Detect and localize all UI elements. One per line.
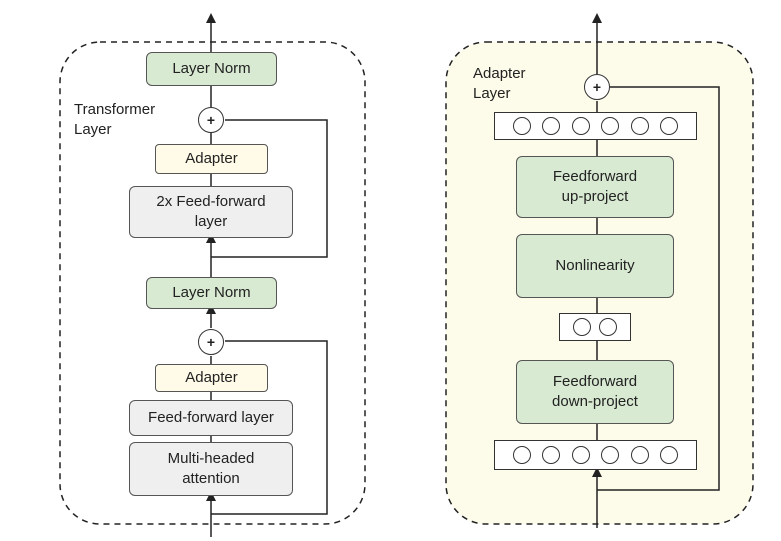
neuron-circle bbox=[630, 446, 649, 464]
transformer-layer-container bbox=[59, 41, 366, 525]
adapter-title-line2: Layer bbox=[473, 85, 511, 102]
plus-sign-icon: + bbox=[206, 112, 216, 128]
residual-add-top: + bbox=[198, 107, 224, 133]
attention-line2: attention bbox=[182, 470, 240, 487]
down-project-line1: Feedforward bbox=[552, 373, 638, 390]
layer-norm-middle: Layer Norm bbox=[146, 277, 277, 309]
up-project-line2: up-project bbox=[561, 188, 629, 205]
layer-norm-top: Layer Norm bbox=[146, 52, 277, 86]
adapter-top-label: Adapter bbox=[185, 150, 238, 167]
ff-2x-line2: layer bbox=[194, 213, 228, 230]
adapter-block-top: Adapter bbox=[155, 144, 268, 174]
neuron-circle bbox=[598, 318, 617, 336]
neuron-circle bbox=[660, 446, 679, 464]
multi-headed-attention-block: Multi-headed attention bbox=[129, 442, 293, 496]
neuron-circle bbox=[660, 117, 679, 135]
layer-norm-top-label: Layer Norm bbox=[172, 60, 251, 77]
feed-forward-2x-block: 2x Feed-forward layer bbox=[129, 186, 293, 238]
neuron-circle bbox=[512, 446, 531, 464]
neuron-circle bbox=[571, 117, 590, 135]
transformer-title-line1: Transformer bbox=[74, 101, 156, 118]
transformer-layer-title: Transformer Layer bbox=[74, 100, 155, 140]
layer-norm-mid-label: Layer Norm bbox=[172, 284, 251, 301]
ff-2x-line1: 2x Feed-forward bbox=[156, 193, 266, 210]
adapter-flow-lines bbox=[592, 13, 720, 528]
feed-forward-layer-block: Feed-forward layer bbox=[129, 400, 293, 436]
attention-line1: Multi-headed bbox=[167, 450, 255, 467]
up-project-line1: Feedforward bbox=[552, 168, 638, 185]
down-project-line2: down-project bbox=[552, 393, 638, 410]
ff-layer-label: Feed-forward layer bbox=[148, 409, 274, 426]
neuron-circle bbox=[571, 446, 590, 464]
feedforward-up-project-block: Feedforward up-project bbox=[516, 156, 674, 218]
adapter-title-line1: Adapter bbox=[473, 65, 526, 82]
residual-add-bottom: + bbox=[198, 329, 224, 355]
nonlinearity-label: Nonlinearity bbox=[555, 257, 635, 274]
adapter-layer-title: Adapter Layer bbox=[473, 64, 526, 104]
neuron-circle bbox=[601, 117, 620, 135]
adapter-bottom-label: Adapter bbox=[185, 369, 238, 386]
feedforward-down-project-block: Feedforward down-project bbox=[516, 360, 674, 424]
adapter-top-neurons bbox=[494, 112, 697, 140]
adapter-block-bottom: Adapter bbox=[155, 364, 268, 392]
neuron-circle bbox=[542, 117, 561, 135]
plus-sign-icon: + bbox=[592, 79, 602, 95]
neuron-circle bbox=[573, 318, 592, 336]
plus-sign-icon: + bbox=[206, 334, 216, 350]
neuron-circle bbox=[542, 446, 561, 464]
neuron-circle bbox=[601, 446, 620, 464]
adapter-residual-add: + bbox=[584, 74, 610, 100]
adapter-bottom-neurons bbox=[494, 440, 697, 470]
transformer-flow-lines bbox=[206, 13, 328, 537]
adapter-middle-neurons bbox=[559, 313, 631, 341]
neuron-circle bbox=[630, 117, 649, 135]
neuron-circle bbox=[512, 117, 531, 135]
transformer-title-line2: Layer bbox=[74, 121, 112, 138]
nonlinearity-block: Nonlinearity bbox=[516, 234, 674, 298]
